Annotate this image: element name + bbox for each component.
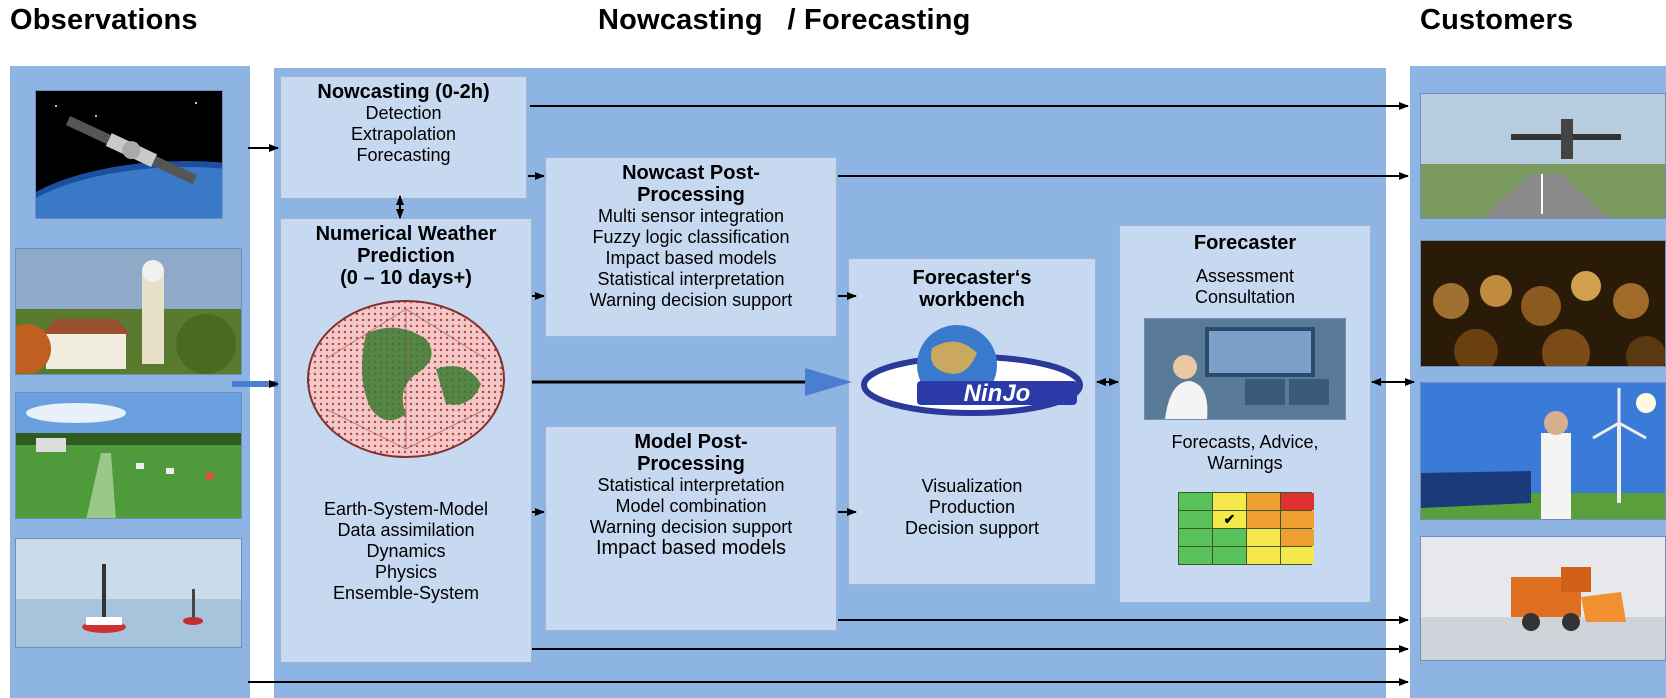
weather-station-image	[15, 248, 242, 375]
workbench-line: Production	[928, 497, 1016, 517]
warning-cell	[1281, 511, 1314, 528]
forecaster-box: Forecaster Assessment Consultation Forec…	[1119, 225, 1371, 603]
nwp-line: Dynamics	[366, 541, 446, 561]
warning-cell	[1247, 529, 1280, 546]
globe-model-grid-icon	[306, 299, 506, 459]
warning-cell	[1213, 493, 1246, 510]
buoy-image	[15, 538, 242, 648]
forecaster-title: Forecaster	[1193, 232, 1297, 254]
nwp-box: Numerical Weather Prediction (0 – 10 day…	[280, 218, 532, 663]
nowcasting-title: Nowcasting (0-2h)	[317, 81, 490, 103]
warning-matrix: ✔	[1178, 492, 1314, 565]
nowcast-post-line: Multi sensor integration	[597, 206, 785, 226]
forecaster-line: Consultation	[1194, 287, 1296, 307]
nwp-line: Physics	[374, 562, 437, 582]
arrow-nwp-to-workbench-head	[805, 368, 852, 396]
ninjo-logo-text: NinJo	[964, 380, 1031, 407]
nowcast-post-line: Statistical interpretation	[597, 269, 785, 289]
warning-cell	[1247, 547, 1280, 564]
measurement-field-image	[15, 392, 242, 519]
nowcasting-box: Nowcasting (0-2h) Detection Extrapolatio…	[280, 76, 527, 199]
satellite-image	[35, 90, 223, 219]
nowcast-post-line: Fuzzy logic classification	[592, 227, 790, 247]
nowcasting-line: Extrapolation	[350, 124, 457, 144]
nowcasting-line: Forecasting	[356, 145, 451, 165]
forecaster-output-line: Forecasts, Advice,	[1171, 432, 1319, 452]
nowcast-post-processing-box: Nowcast Post- Processing Multi sensor in…	[545, 157, 837, 337]
model-post-line: Statistical interpretation	[597, 475, 785, 495]
nowcast-post-processing-title: Nowcast Post- Processing	[622, 162, 760, 206]
nwp-title: Numerical Weather Prediction (0 – 10 day…	[315, 223, 497, 289]
customers-header: Customers	[1420, 4, 1574, 36]
model-post-line: Impact based models	[595, 537, 787, 559]
warning-cell	[1213, 547, 1246, 564]
model-post-processing-box: Model Post- Processing Statistical inter…	[545, 426, 837, 631]
nwp-line: Data assimilation	[337, 520, 475, 540]
nowcast-post-line: Impact based models	[605, 248, 777, 268]
nowcasting-forecasting-header: Nowcasting / Forecasting	[598, 4, 971, 36]
nwp-line: Ensemble-System	[332, 583, 480, 603]
warning-cell-checked: ✔	[1213, 511, 1246, 528]
crowd-image	[1420, 240, 1666, 367]
warning-cell	[1247, 511, 1280, 528]
airplane-image	[1420, 93, 1666, 219]
forecaster-at-desk-image	[1144, 318, 1346, 420]
warning-cell	[1213, 529, 1246, 546]
warning-cell	[1179, 529, 1212, 546]
model-post-processing-title: Model Post- Processing	[634, 431, 748, 475]
warning-cell	[1179, 511, 1212, 528]
forecasters-workbench-box: Forecaster‘s workbench NinJo Visualizati…	[848, 258, 1096, 585]
ninjo-logo-icon: NinJo	[857, 323, 1087, 428]
nowcast-post-line: Warning decision support	[589, 290, 793, 310]
model-post-line: Model combination	[615, 496, 767, 516]
warning-cell	[1281, 547, 1314, 564]
renewable-energy-image	[1420, 382, 1666, 520]
nowcasting-line: Detection	[365, 103, 442, 123]
workbench-title: Forecaster‘s workbench	[912, 267, 1032, 311]
model-post-line: Warning decision support	[589, 517, 793, 537]
warning-cell	[1281, 529, 1314, 546]
snowplow-image	[1420, 536, 1666, 661]
forecaster-line: Assessment	[1195, 266, 1295, 286]
forecaster-output-line: Warnings	[1207, 453, 1283, 473]
warning-cell	[1179, 493, 1212, 510]
workbench-line: Visualization	[921, 476, 1023, 496]
observations-header: Observations	[10, 4, 198, 36]
warning-cell	[1179, 547, 1212, 564]
nwp-line: Earth-System-Model	[323, 499, 489, 519]
workbench-line: Decision support	[904, 518, 1040, 538]
warning-cell	[1247, 493, 1280, 510]
warning-cell	[1281, 493, 1314, 510]
